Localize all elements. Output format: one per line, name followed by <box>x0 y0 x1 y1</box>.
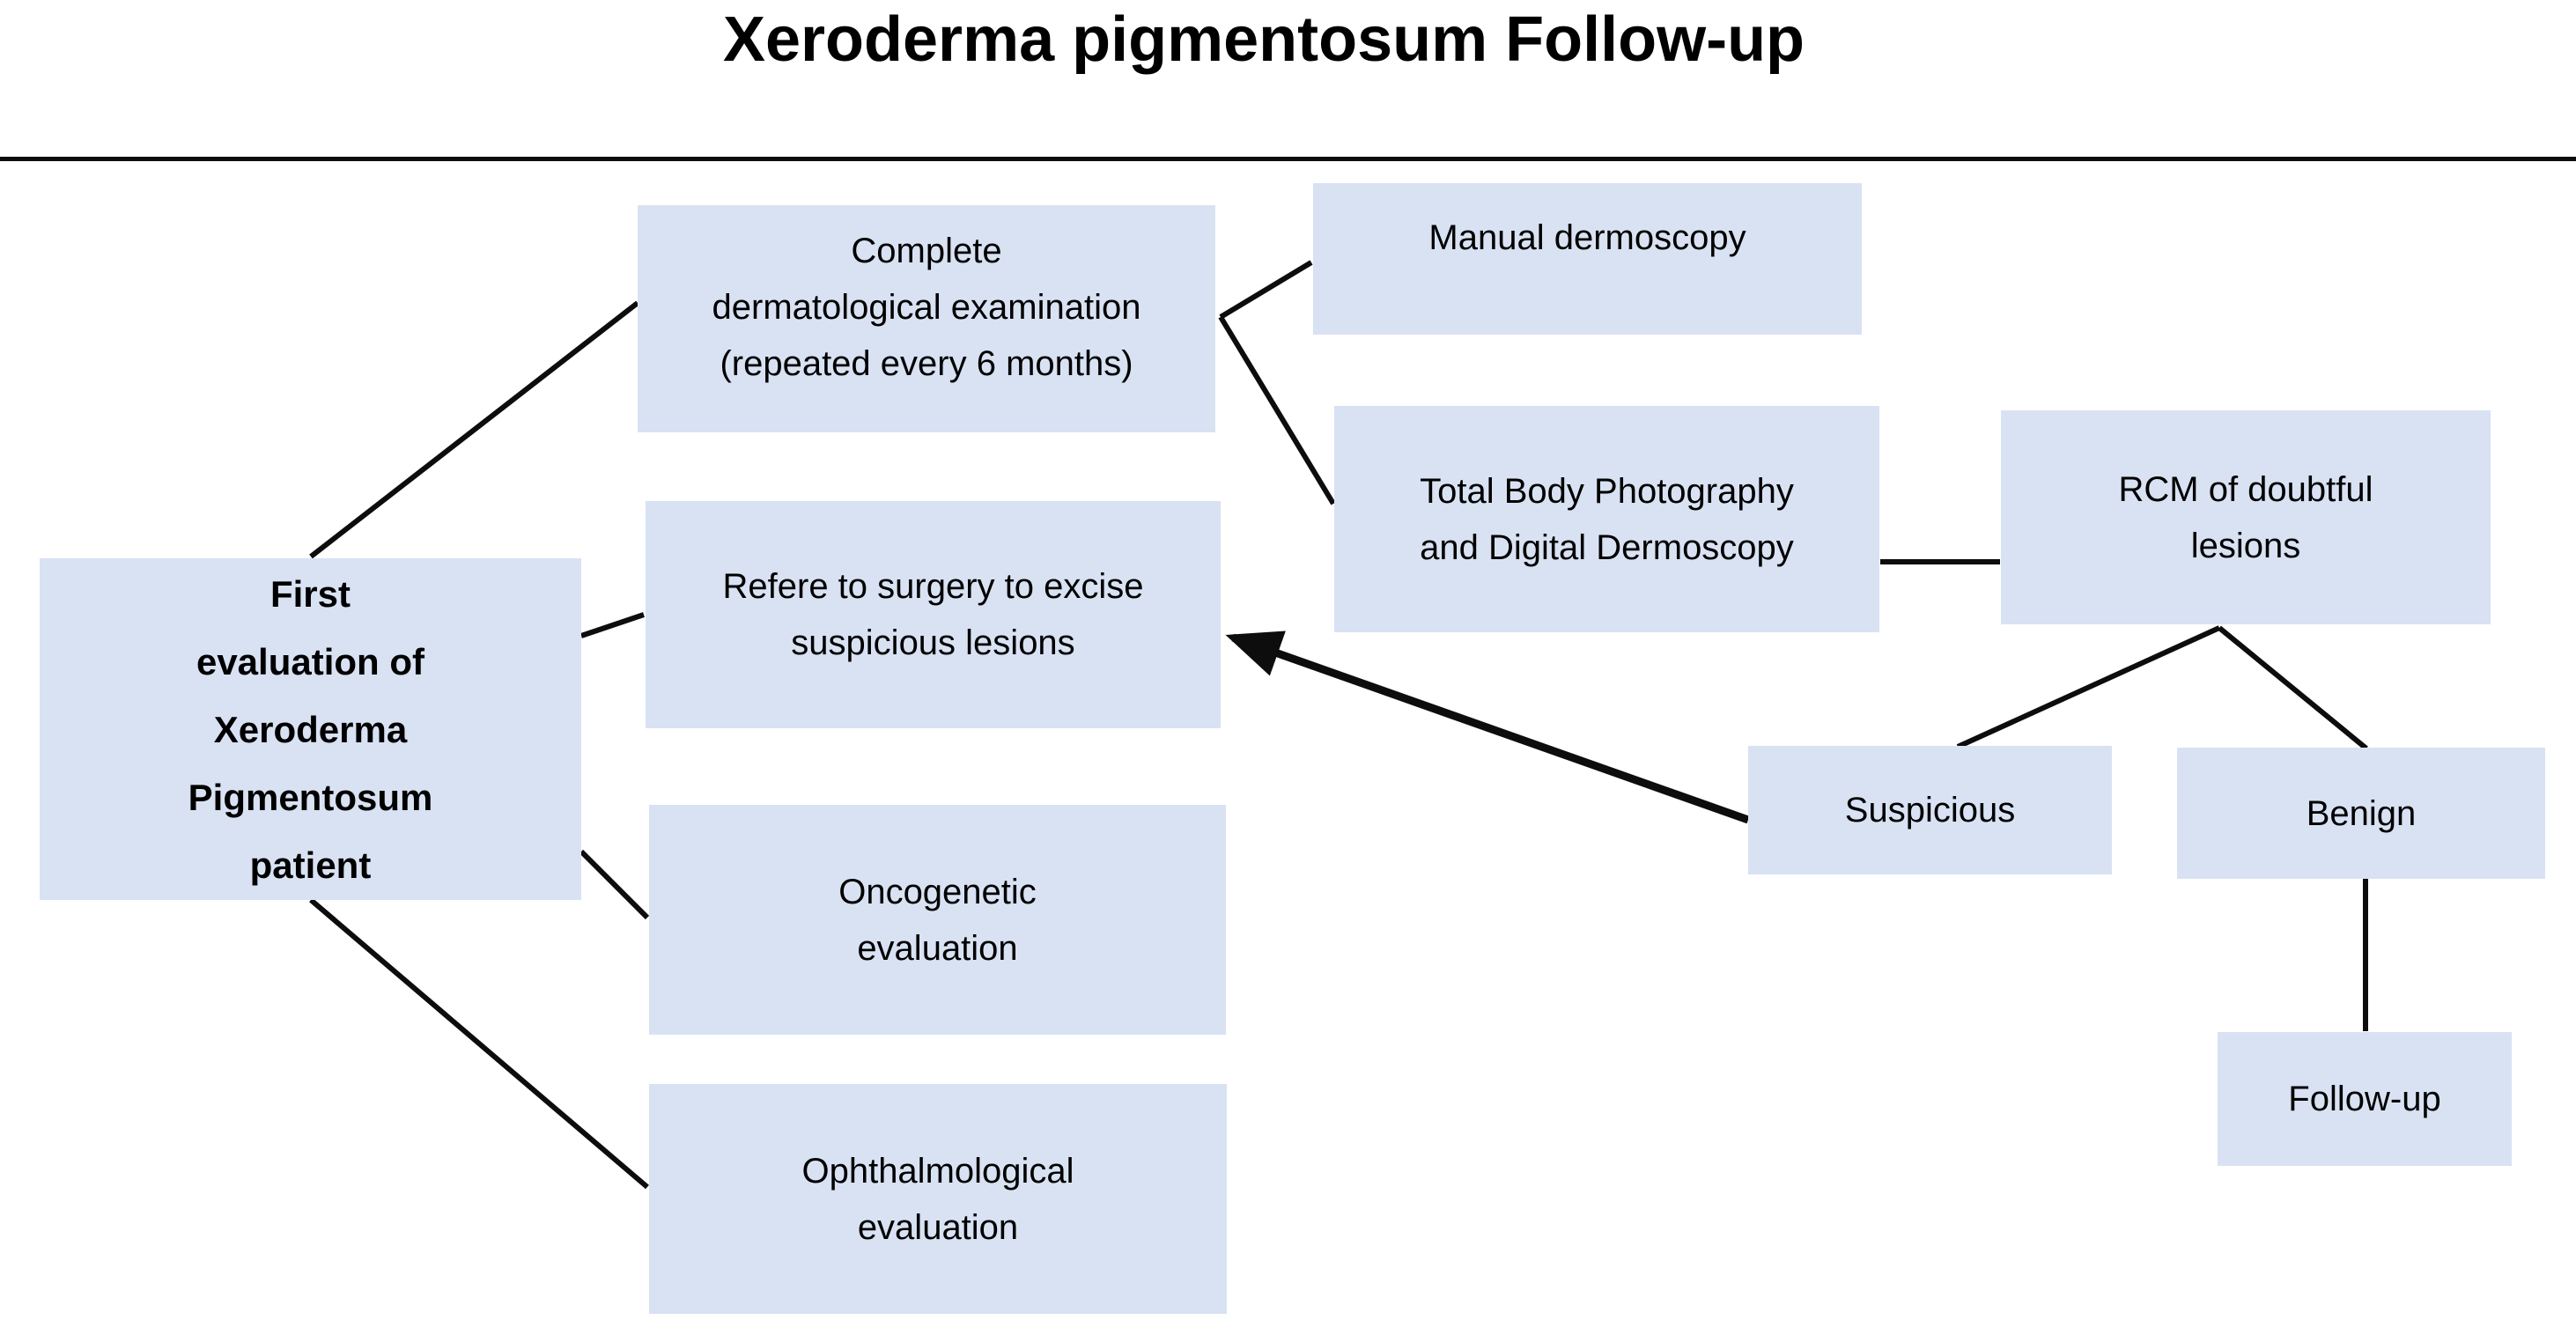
edge-first_evaluation-to-ophthalmological <box>309 897 649 1190</box>
edge-complete_derm-to-manual_dermoscopy <box>1219 260 1313 320</box>
node-total-body-photography-label: Total Body Photography and Digital Dermo… <box>1420 471 1794 567</box>
page-title: Xeroderma pigmentosum Follow-up <box>722 4 1805 75</box>
edge-first_evaluation-to-complete_derm <box>309 300 639 559</box>
node-ophthalmological-evaluation-label: Ophthalmological evaluation <box>801 1151 1074 1247</box>
title-divider-line <box>0 157 2576 161</box>
edge-suspicious-to-refer_surgery <box>1225 631 1750 824</box>
node-first-evaluation-label: First evaluation of Xeroderma Pigmentosu… <box>188 572 433 886</box>
node-oncogenetic-evaluation: Oncogenetic evaluation <box>649 805 1226 1035</box>
node-rcm-doubtful-lesions: RCM of doubtful lesions <box>2001 410 2491 624</box>
node-first-evaluation: First evaluation of Xeroderma Pigmentosu… <box>40 558 581 900</box>
node-rcm-doubtful-lesions-label: RCM of doubtful lesions <box>2118 469 2373 565</box>
node-benign-label: Benign <box>2306 793 2417 833</box>
node-complete-dermatological-examination: Complete dermatological examination (rep… <box>638 205 1215 432</box>
node-refer-to-surgery-label: Refere to surgery to excise suspicious l… <box>722 567 1144 662</box>
node-refer-to-surgery: Refere to surgery to excise suspicious l… <box>646 501 1221 728</box>
node-follow-up: Follow-up <box>2218 1032 2512 1166</box>
node-suspicious-label: Suspicious <box>1844 791 2016 830</box>
edge-rcm-to-benign <box>2218 625 2368 751</box>
node-ophthalmological-evaluation: Ophthalmological evaluation <box>649 1084 1227 1314</box>
edge-first_evaluation-to-refer_surgery <box>580 612 645 638</box>
edge-rcm-to-suspicious <box>1956 625 2221 749</box>
node-benign: Benign <box>2177 748 2545 879</box>
node-follow-up-label: Follow-up <box>2288 1080 2441 1118</box>
edge-first_evaluation-to-oncogenetic <box>579 849 650 920</box>
node-complete-dermatological-examination-label: Complete dermatological examination (rep… <box>712 232 1141 383</box>
node-manual-dermoscopy: Manual dermoscopy <box>1313 183 1862 335</box>
node-oncogenetic-evaluation-label: Oncogenetic evaluation <box>838 872 1037 968</box>
node-manual-dermoscopy-label: Manual dermoscopy <box>1428 218 1746 257</box>
edge-complete_derm-to-total_body <box>1218 315 1336 505</box>
node-total-body-photography: Total Body Photography and Digital Dermo… <box>1334 406 1879 632</box>
node-suspicious: Suspicious <box>1748 746 2112 874</box>
